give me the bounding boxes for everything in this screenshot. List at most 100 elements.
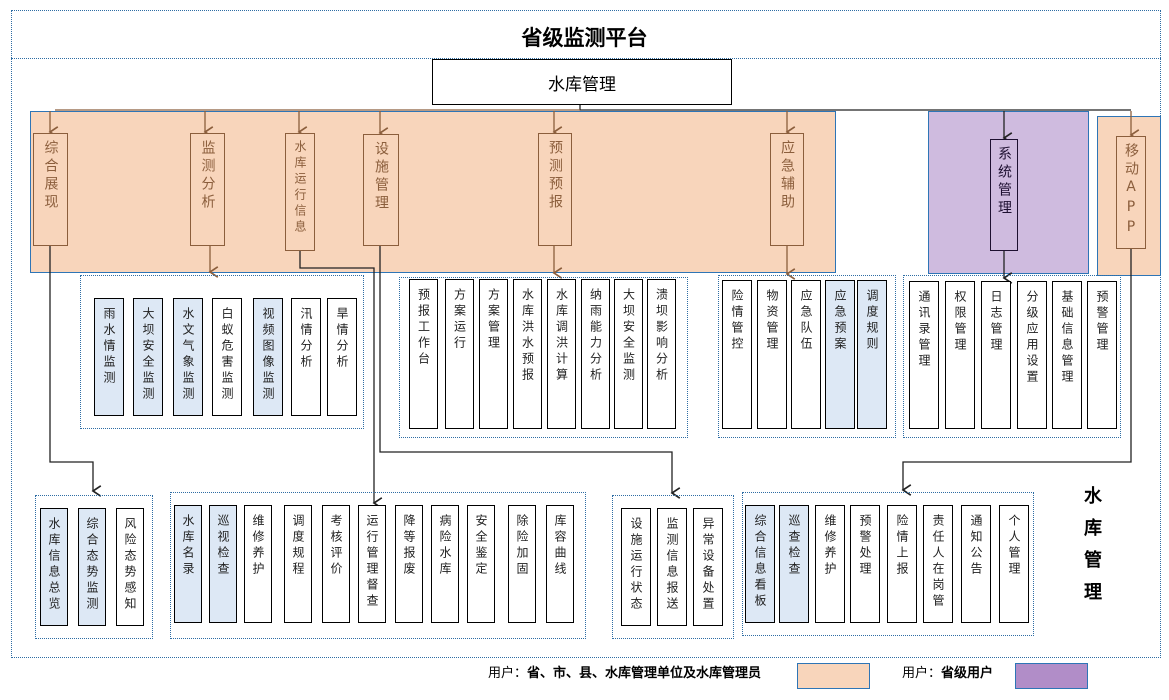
group-emergency [718,275,896,438]
function-label: 方案管理 [486,288,501,352]
function-label: 险情管控 [730,289,744,353]
function-label: 维修养护 [251,514,265,578]
module-label: 预测预报 [547,140,563,212]
function-label: 物资管理 [765,289,779,353]
group-forecast [399,277,688,438]
module-box: 监测分析 [190,133,225,246]
function-label: 水库名录 [181,514,195,578]
function-box-operation: 调度规程 [284,505,312,623]
function-label: 视频图像监测 [261,307,275,403]
function-box-operation: 水库名录 [174,505,202,623]
function-box-forecast: 水库洪水预报 [513,279,542,429]
function-label: 异常设备处置 [701,517,715,613]
module-box: 预测预报 [538,133,572,246]
function-box-mobile: 责任人在岗管 [923,505,953,623]
function-label: 病险水库 [438,514,452,578]
legend-prefix: 用户： [488,666,528,681]
module-box: 应急辅助 [770,133,804,246]
legend-item-2: 用户：省级用户 [902,662,993,681]
page-title: 省级监测平台 [521,26,648,50]
function-box-operation: 维修养护 [244,505,272,623]
function-label: 纳雨能力分析 [588,288,603,384]
module-label: 水库运行信息 [293,140,307,236]
legend-item-1: 用户：省、市、县、水库管理单位及水库管理员 [488,662,761,681]
function-label: 通讯录管理 [917,290,931,370]
legend-label: 省、市、县、水库管理单位及水库管理员 [527,666,762,681]
function-label: 除险加固 [515,514,529,578]
legend-prefix: 用户： [902,666,942,681]
function-label: 日志管理 [989,290,1003,354]
module-label: 监测分析 [199,140,216,212]
function-label: 维修养护 [823,514,837,578]
function-label: 库容曲线 [553,514,567,578]
function-box-operation: 安全鉴定 [467,505,495,623]
function-box-forecast: 大坝安全监测 [614,279,643,429]
function-label: 大坝安全监测 [621,288,636,384]
function-box-emergency: 应急预案 [825,280,855,429]
function-box-system: 预警管理 [1087,281,1117,429]
module-box: 水库运行信息 [285,133,315,251]
module-label: 应急辅助 [779,140,795,212]
function-box-system: 通讯录管理 [909,281,939,429]
side-label: 水库管理 [1081,486,1102,614]
function-box-forecast: 溃坝影响分析 [647,279,676,429]
function-label: 水库洪水预报 [520,288,535,384]
group-system [903,275,1121,438]
connector [299,250,374,503]
function-label: 调度规程 [291,514,305,578]
function-box-monitor: 白蚁危害监测 [212,298,242,416]
function-box-operation: 运行管理督查 [358,505,386,623]
function-box-monitor: 汛情分析 [291,298,321,416]
function-label: 水库信息总览 [47,517,61,613]
function-label: 个人管理 [1007,514,1021,578]
function-box-system: 日志管理 [981,281,1011,429]
connector [379,245,672,493]
module-label: 综合展现 [42,140,59,212]
function-box-mobile: 个人管理 [999,505,1029,623]
function-label: 应急队伍 [799,289,813,353]
legend-swatch-peach [797,663,870,689]
function-box-system: 分级应用设置 [1017,281,1047,429]
function-box-forecast: 方案管理 [479,279,508,429]
function-label: 白蚁危害监测 [220,307,234,403]
function-box-forecast: 水库调洪计算 [547,279,576,429]
function-label: 责任人在岗管 [931,514,945,610]
function-label: 监测信息报送 [665,517,679,613]
function-box-system: 基础信息管理 [1052,281,1082,429]
function-label: 设施运行状态 [629,517,643,613]
function-box-forecast: 预报工作台 [409,279,438,429]
function-box-mobile: 预警处理 [850,505,880,623]
legend-label: 省级用户 [941,666,994,681]
function-box-mobile: 险情上报 [887,505,917,623]
function-box-overview: 综合态势监测 [78,508,106,626]
connector [903,248,1132,490]
function-label: 溃坝影响分析 [654,288,669,384]
group-mobile [742,492,1034,636]
function-label: 预警管理 [1095,290,1109,354]
legend-swatch-purple [1015,663,1088,689]
function-label: 权限管理 [953,290,967,354]
function-label: 分级应用设置 [1025,290,1039,386]
module-label: 系统管理 [996,146,1012,218]
function-label: 方案运行 [452,288,467,352]
function-label: 巡查检查 [787,514,801,578]
function-box-emergency: 调度规则 [857,280,887,429]
function-box-operation: 考核评价 [322,505,350,623]
function-box-mobile: 综合信息看板 [745,505,775,623]
function-label: 风险态势感知 [123,517,137,613]
function-box-monitor: 水文气象监测 [173,298,203,416]
function-box-facility: 设施运行状态 [621,508,651,626]
function-box-operation: 病险水库 [431,505,459,623]
function-box-emergency: 应急队伍 [791,280,821,429]
module-box: 设施管理 [363,134,399,246]
function-box-forecast: 纳雨能力分析 [581,279,610,429]
function-box-forecast: 方案运行 [445,279,474,429]
function-box-monitor: 旱情分析 [327,298,357,416]
function-label: 大坝安全监测 [141,307,155,403]
function-box-facility: 监测信息报送 [657,508,687,626]
function-box-operation: 巡视检查 [209,505,237,623]
provincial-user-band [30,111,836,273]
module-label: 设施管理 [373,141,389,213]
function-label: 调度规则 [865,289,879,353]
